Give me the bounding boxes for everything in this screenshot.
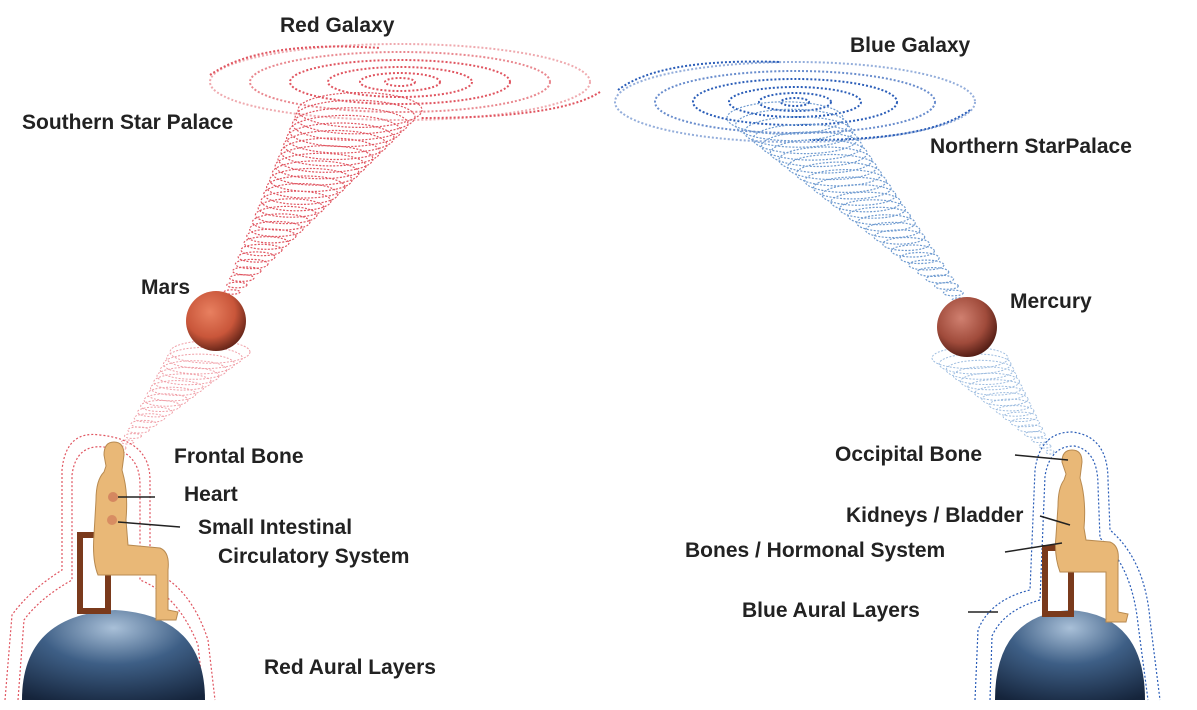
occipital-bone-label: Occipital Bone [835,444,982,465]
blueCoil-ring [900,253,939,264]
frontal-bone-label: Frontal Bone [174,446,304,467]
redCoil-ring [247,229,296,243]
heart-marker [108,492,118,502]
blueCone-ring [1039,444,1051,448]
redCone-ring [144,394,188,406]
redCoil-ring [295,100,415,134]
left-earth [22,610,205,700]
blueCoil-ring [814,177,892,199]
blueCoil-ring [935,283,959,290]
red-aural-layers-label: Red Aural Layers [264,657,436,678]
redCoil-ring [272,161,359,185]
blueCone-ring [939,354,1011,374]
blueCone-ring [1046,450,1054,454]
intestine-marker [107,515,117,525]
occipital-bone-leader-line [1015,455,1068,460]
blueCone-ring [953,367,1016,385]
bones-hormonal-system-label: Bones / Hormonal System [685,540,945,561]
redCone-ring [131,420,157,427]
redCone-ring [151,381,204,396]
blueCone-ring [946,360,1014,379]
redCone-ring [128,427,150,433]
kidneys-bladder-label: Kidneys / Bladder [846,505,1023,526]
red-galaxy-label: Red Galaxy [280,15,394,36]
blue-energy-cone [932,347,1054,454]
circulatory-system-label: Circulatory System [218,546,409,567]
redCoil-ring [289,115,401,146]
blue-galaxy-spiral [615,62,975,142]
redCone-ring [125,434,142,439]
blueCoil-ring [727,102,843,134]
redCoil-ring [292,108,408,140]
southern-star-palace-label: Southern Star Palace [22,112,233,133]
blueCoil-ring [831,192,901,212]
red-energy-cone [118,341,250,450]
blueCone-ring [1025,432,1046,438]
right-seated-figure [1056,450,1129,622]
right-earth [995,610,1145,700]
redCoil-ring [230,275,254,282]
blueCoil-ring [779,147,872,173]
mars-planet [186,291,246,351]
redCone-ring [157,367,219,384]
redCone-ring [167,347,243,368]
blueCoil-ring [926,275,954,283]
red-galaxy-spiral [210,44,600,120]
mercury-planet [937,297,997,357]
blue-aural-layers-label: Blue Aural Layers [742,600,920,621]
blueCoil-ring [822,185,896,206]
small-intestinal-leader-line [118,522,180,527]
heart-label: Heart [184,484,238,505]
northern-star-palace-label: Northern StarPalace [930,136,1132,157]
redCoil-ring [238,252,275,262]
blueCoil-ring [891,245,934,257]
redCoil-ring [227,282,247,288]
blueCone-ring [989,399,1031,411]
red-energy-coil [224,93,422,295]
blue-galaxy-label: Blue Galaxy [850,35,970,56]
small-intestinal-label: Small Intestinal [198,517,352,538]
mars-label: Mars [141,277,190,298]
blueCoil-ring [943,290,963,296]
mercury-label: Mercury [1010,291,1092,312]
